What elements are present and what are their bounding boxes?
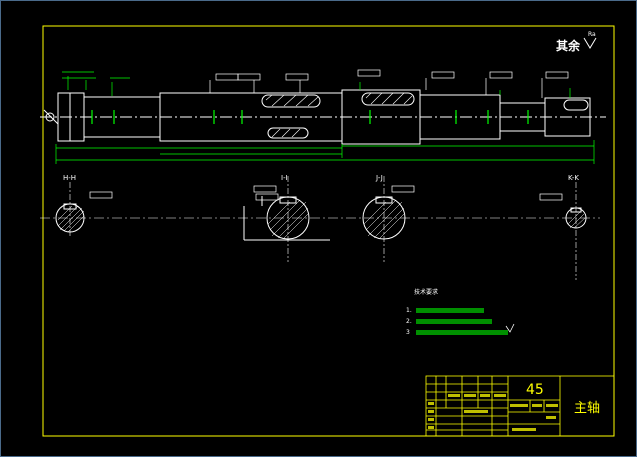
tech-line-2: 2. <box>406 318 412 325</box>
tech-line-1: 1. <box>406 307 412 314</box>
title-block <box>425 375 615 437</box>
title-block-fills <box>428 394 558 431</box>
section-label-h: H-H <box>63 174 76 182</box>
tech-title: 技术要求 <box>414 288 438 296</box>
dimension-lines <box>55 71 595 164</box>
keyway-3 <box>361 92 415 106</box>
section-label-k: K-K <box>568 174 579 182</box>
tolerance-marks <box>91 110 529 124</box>
shaft-main-view <box>40 89 606 145</box>
dimension-tags <box>209 69 569 98</box>
surface-finish-value: Ra <box>588 31 596 38</box>
material-text: 45 <box>526 382 544 398</box>
drawing-frame <box>42 25 615 437</box>
keyway-1 <box>261 94 321 108</box>
surface-finish-icon <box>583 37 597 49</box>
section-label-i: I-I <box>281 174 288 182</box>
technical-requirements: 技术要求 1. 2. 3 <box>406 288 515 336</box>
section-views <box>40 176 600 280</box>
keyway-2 <box>267 127 309 139</box>
section-label-j: J-J <box>375 174 383 182</box>
tech-line-3: 3 <box>406 329 410 336</box>
section-dimension-tags <box>89 185 563 201</box>
keyway-4 <box>563 99 589 111</box>
part-name-text: 主轴 <box>574 401 600 416</box>
surface-finish-note: 其余 <box>556 38 581 53</box>
